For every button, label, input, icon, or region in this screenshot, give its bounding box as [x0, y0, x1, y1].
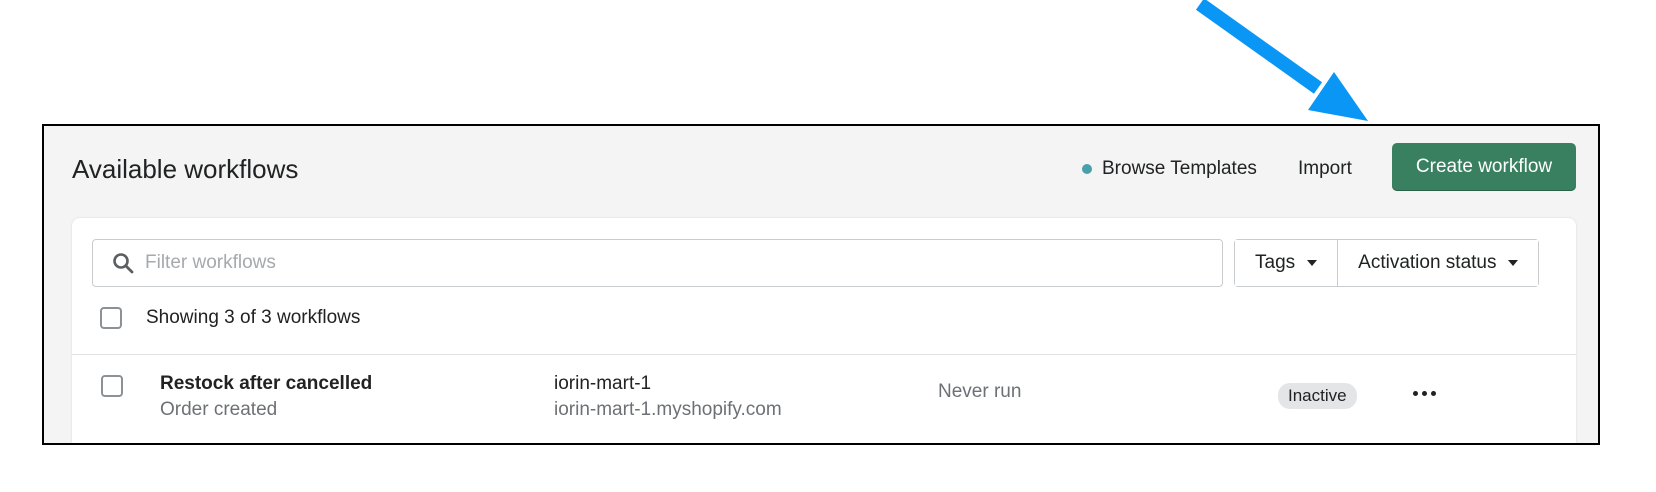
workflow-trigger: Order created: [160, 399, 278, 420]
page-title: Available workflows: [72, 154, 299, 184]
divider: [72, 354, 1576, 355]
workflows-card: Tags Activation status Showing 3 of 3 wo…: [72, 218, 1576, 443]
page-header: Available workflows Browse Templates Imp…: [44, 126, 1598, 218]
more-horizontal-icon: [1412, 390, 1418, 396]
tags-filter-button[interactable]: Tags: [1235, 240, 1338, 286]
new-indicator-dot: [1082, 164, 1092, 174]
browse-templates-link[interactable]: Browse Templates: [1082, 158, 1257, 180]
select-all-checkbox[interactable]: [100, 307, 122, 329]
caret-down-icon: [1508, 260, 1519, 266]
search-icon: [113, 253, 134, 274]
activation-status-filter-button[interactable]: Activation status: [1337, 240, 1539, 286]
search-field[interactable]: [92, 239, 1223, 287]
activation-status-filter-label: Activation status: [1358, 252, 1497, 273]
workflow-last-run: Never run: [938, 381, 1022, 402]
workflow-name[interactable]: Restock after cancelled: [160, 373, 373, 394]
filter-group: Tags Activation status: [1234, 239, 1540, 287]
import-button[interactable]: Import: [1298, 158, 1352, 179]
table-row[interactable]: Restock after cancelled Order created io…: [72, 355, 1576, 443]
more-actions-button[interactable]: [1409, 381, 1439, 405]
search-input[interactable]: [145, 240, 1222, 286]
caret-down-icon: [1307, 260, 1318, 266]
workflows-panel: Available workflows Browse Templates Imp…: [42, 124, 1600, 445]
create-workflow-button[interactable]: Create workflow: [1392, 143, 1576, 191]
status-badge: Inactive: [1278, 383, 1357, 409]
row-checkbox[interactable]: [101, 375, 123, 397]
more-horizontal-icon: [1421, 390, 1427, 396]
tags-filter-label: Tags: [1255, 252, 1296, 273]
workflow-store: iorin-mart-1: [554, 373, 652, 394]
workflow-store-domain: iorin-mart-1.myshopify.com: [554, 399, 782, 420]
browse-templates-label: Browse Templates: [1102, 158, 1257, 179]
more-horizontal-icon: [1430, 390, 1436, 396]
workflow-count: Showing 3 of 3 workflows: [146, 307, 361, 328]
